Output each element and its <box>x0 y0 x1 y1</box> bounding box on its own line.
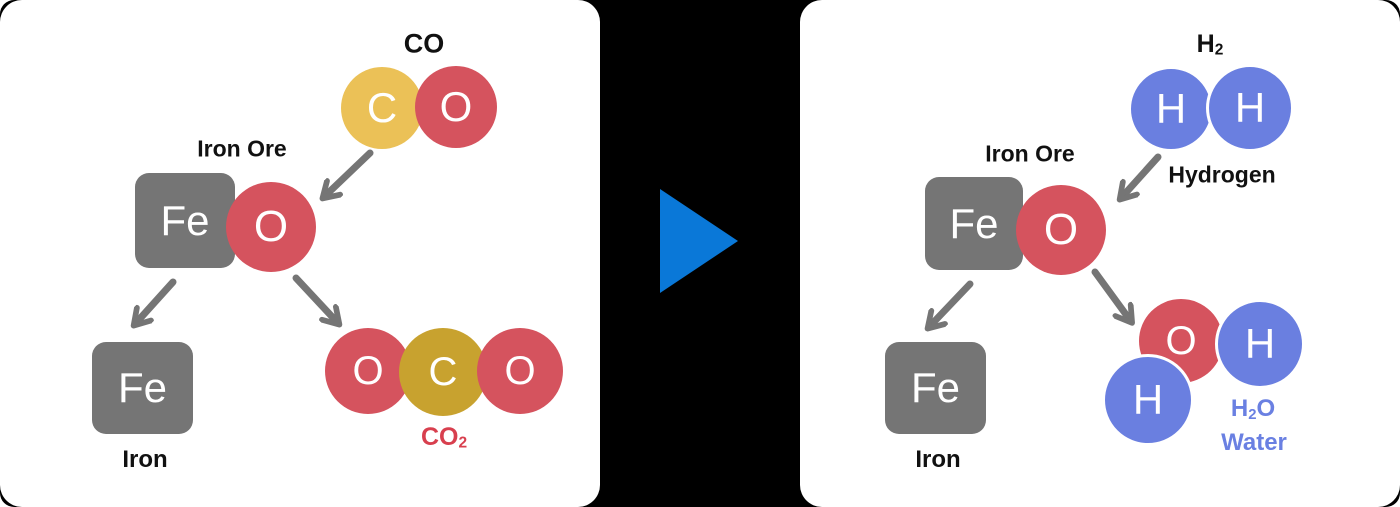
arrow-ironore-to-iron-icon <box>136 278 177 323</box>
iron-product-block: Fe <box>92 342 193 434</box>
hydrogen-atom-right: H <box>1206 64 1294 152</box>
arrow-h2-to-ironore-icon <box>1122 153 1162 197</box>
oxygen-atom-letter: O <box>439 83 473 130</box>
fe-letter: Fe <box>949 199 999 247</box>
iron-label: Iron <box>122 446 168 473</box>
h2o-label-main: H <box>1230 395 1249 423</box>
water-label: Water <box>1221 429 1287 456</box>
hydrogen-label: Hydrogen <box>1168 161 1276 188</box>
co2-carbon-atom: C <box>399 328 487 416</box>
fe-letter: Fe <box>117 364 167 411</box>
h2-label-subscript: 2 <box>1214 41 1224 59</box>
hydrogen-atom-letter: H <box>1244 320 1276 367</box>
oxygen-atom-letter: O <box>1165 319 1197 363</box>
iron-ore-label: Iron Ore <box>197 135 287 162</box>
panel-co-reduction: CO C O Iron Ore Fe O Fe Iron O C O CO2 <box>0 0 600 507</box>
hydrogen-atom-letter: H <box>1155 85 1187 132</box>
oxygen-atom-letter: O <box>1043 205 1079 254</box>
iron-label: Iron <box>915 446 961 473</box>
co2-label-subscript: 2 <box>458 434 468 452</box>
water-hydrogen-right-atom: H <box>1215 299 1305 389</box>
carbon-atom-letter: C <box>366 84 398 131</box>
arrow-co-to-ironore-icon <box>325 149 374 196</box>
co2-oxygen-right-atom: O <box>477 328 563 414</box>
iron-ore-label: Iron Ore <box>985 140 1075 167</box>
panel-h2-reduction: H2 H H Hydrogen Iron Ore Fe O Fe Iron O … <box>800 0 1400 507</box>
arrow-ironore-to-iron-icon <box>930 280 974 326</box>
water-hydrogen-bottom-atom: H <box>1102 354 1194 446</box>
h2o-label-subscript: 2 <box>1248 406 1257 423</box>
oxygen-atom-letter: O <box>253 202 289 251</box>
iron-ore-fe-block: Fe <box>135 173 235 268</box>
h2o-label: H2O <box>1231 397 1275 423</box>
hydrogen-atom-letter: H <box>1132 376 1164 423</box>
co2-label-main: CO <box>420 422 459 451</box>
iron-ore-oxygen-atom: O <box>1016 185 1106 275</box>
iron-ore-oxygen-atom: O <box>226 182 316 272</box>
carbon-atom-letter: C <box>428 350 458 394</box>
co-molecule-label: CO <box>403 28 445 59</box>
co2-label: CO2 <box>420 422 468 452</box>
oxygen-atom-letter: O <box>352 349 384 393</box>
oxygen-atom: O <box>415 66 497 148</box>
iron-ore-fe-block: Fe <box>925 177 1023 270</box>
fe-letter: Fe <box>910 364 960 411</box>
hydrogen-atom-left: H <box>1128 66 1214 152</box>
h2-label-main: H <box>1196 29 1215 58</box>
flow-arrow-icon <box>660 189 738 293</box>
iron-product-block: Fe <box>885 342 986 434</box>
arrow-ironore-to-co2-icon <box>292 274 337 322</box>
hydrogen-atom-letter: H <box>1234 84 1266 131</box>
arrow-ironore-to-water-icon <box>1091 268 1130 320</box>
carbon-atom: C <box>341 67 423 149</box>
co2-oxygen-left-atom: O <box>325 328 411 414</box>
h2o-label-tail: O <box>1256 395 1276 423</box>
fe-letter: Fe <box>160 196 210 244</box>
h2-molecule-label: H2 <box>1196 29 1224 59</box>
oxygen-atom-letter: O <box>504 349 536 393</box>
